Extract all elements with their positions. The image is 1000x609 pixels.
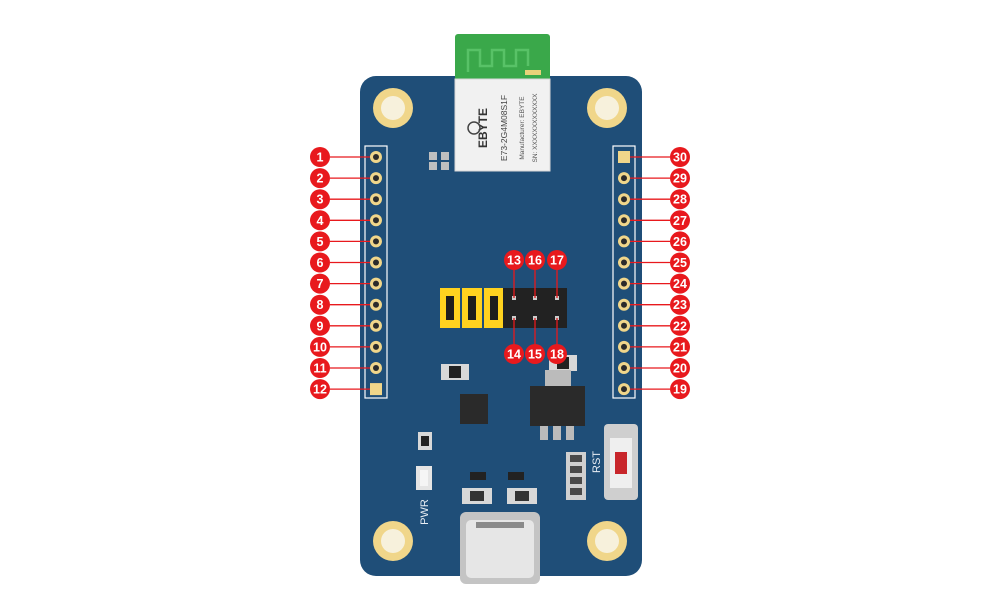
pin-1-label: 1 <box>317 151 324 165</box>
pin-20-label: 20 <box>673 362 687 376</box>
pin-24-label: 24 <box>673 277 687 291</box>
pin-9-marker <box>310 315 330 336</box>
pin-11-label: 11 <box>313 362 326 376</box>
pin-27-label: 27 <box>673 214 687 228</box>
antenna-trace <box>466 48 530 72</box>
module-manufacturer: Manufacturer: EBYTE <box>519 96 526 160</box>
pin-14-label: 14 <box>507 348 521 362</box>
pin-18-label: 18 <box>550 348 564 362</box>
pin-2-label: 2 <box>317 172 324 186</box>
pin-17-label: 17 <box>550 254 564 268</box>
pin-14-marker <box>504 344 524 364</box>
pin-6-label: 6 <box>317 256 324 270</box>
pin-5-marker <box>310 231 330 252</box>
pin-13-marker <box>504 250 524 270</box>
reset-button <box>604 424 638 500</box>
pin-23-label: 23 <box>673 298 687 312</box>
pin-18-marker <box>547 344 567 364</box>
pin-9-label: 9 <box>317 319 324 333</box>
pin-27-marker <box>670 210 690 231</box>
pin-16-marker <box>525 250 545 270</box>
left-header-outline <box>364 145 388 399</box>
pin-20-marker <box>670 358 690 378</box>
pin-8-marker <box>310 294 330 315</box>
module-brand: EBYTE <box>476 108 490 148</box>
pin-28-marker <box>670 189 690 210</box>
pin-13-label: 13 <box>507 254 521 268</box>
pin-15-marker <box>525 344 545 364</box>
pin-11-marker <box>310 358 330 378</box>
pin-6-marker <box>310 252 330 273</box>
pin-25-label: 25 <box>673 256 687 270</box>
smd-components <box>416 152 586 504</box>
pin-12-label: 12 <box>313 383 327 397</box>
module-logo-icon <box>467 121 481 135</box>
pin-5-label: 5 <box>317 235 324 249</box>
pin-12-pad <box>370 383 382 396</box>
pin-19-marker <box>670 379 690 400</box>
pin-16-label: 16 <box>528 254 542 268</box>
pin-4-marker <box>310 210 330 231</box>
pin-21-marker <box>670 336 690 357</box>
pin-22-marker <box>670 315 690 336</box>
pin-29-marker <box>670 168 690 189</box>
pin-17-marker <box>547 250 567 270</box>
yellow-jumpers <box>440 288 504 328</box>
pin-8-label: 8 <box>317 298 324 312</box>
pin-2-marker <box>310 168 330 189</box>
pin-26-marker <box>670 231 690 252</box>
pin-15-label: 15 <box>528 348 542 362</box>
pin-25-marker <box>670 252 690 273</box>
pin-30-pad <box>618 151 630 163</box>
module-shield <box>454 78 551 172</box>
pwr-label: PWR <box>419 499 431 525</box>
pin-29-label: 29 <box>673 172 687 186</box>
right-header-outline <box>612 145 636 399</box>
pin-7-label: 7 <box>317 277 324 291</box>
pin-19-label: 19 <box>673 383 687 397</box>
pin-markers: 1234567891011123029282726252423222120191… <box>310 147 690 400</box>
pin-24-marker <box>670 273 690 294</box>
pin-10-label: 10 <box>313 340 327 354</box>
pin-4-label: 4 <box>317 214 324 228</box>
pin-22-label: 22 <box>673 319 687 333</box>
pin-3-label: 3 <box>317 193 324 207</box>
usb-c-connector <box>460 512 540 584</box>
rst-label: RST <box>591 451 603 473</box>
pin-10-marker <box>310 336 330 357</box>
module-serial: SN: XXXXXXXXXXXXX <box>532 93 539 163</box>
pin-30-label: 30 <box>673 151 687 165</box>
pin-12-marker <box>310 379 330 400</box>
bluetooth-module: EBYTE E73-2G4M08S1F Manufacturer: EBYTE … <box>454 34 551 172</box>
pin-1-marker <box>310 147 330 167</box>
pin-21-label: 21 <box>673 340 687 354</box>
pin-30-marker <box>670 147 690 167</box>
pin-7-marker <box>310 273 330 294</box>
pin-28-label: 28 <box>673 193 687 207</box>
pin-23-marker <box>670 294 690 315</box>
pin-26-label: 26 <box>673 235 687 249</box>
module-model: E73-2G4M08S1F <box>499 95 509 161</box>
pin-3-marker <box>310 189 330 210</box>
